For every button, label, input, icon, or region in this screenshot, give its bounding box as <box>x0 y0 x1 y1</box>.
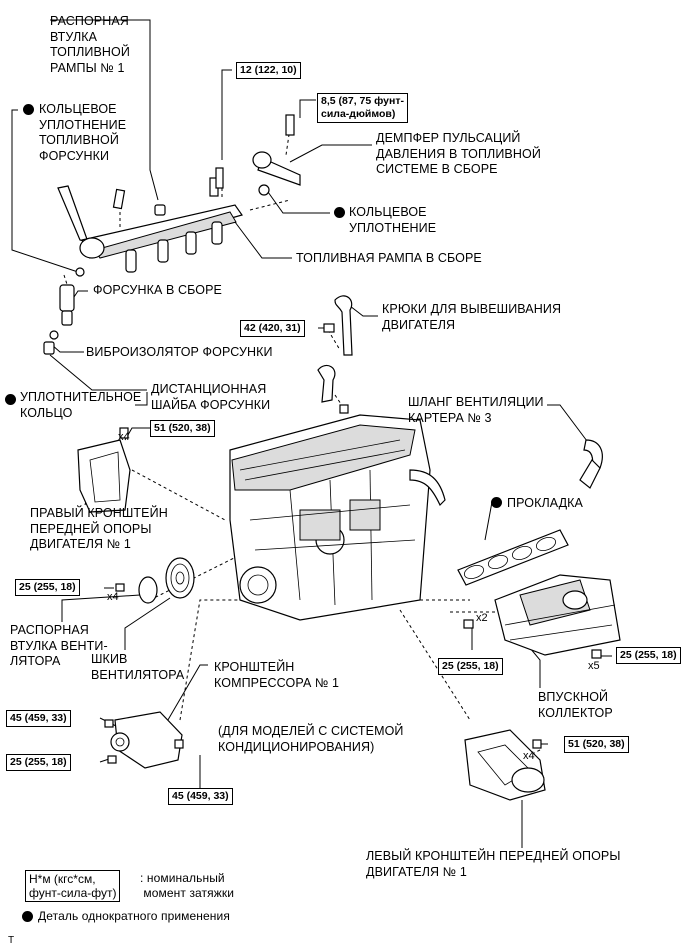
single-use-dot-legend <box>22 911 33 922</box>
gasket-drawing <box>457 529 569 586</box>
label-oring: КОЛЬЦЕВОЕ УПЛОТНЕНИЕ <box>349 205 437 235</box>
torque-rail: 12 (122, 10) <box>236 62 301 79</box>
single-use-dot-gasket <box>491 497 502 508</box>
legend-unit-text: : номинальный момент затяжки <box>140 871 235 900</box>
label-fan-spacer: РАСПОРНАЯ ВТУЛКА ВЕНТИ- ЛЯТОРА <box>10 623 108 668</box>
label-injector-spacer: ДИСТАНЦИОННАЯ ШАЙБА ФОРСУНКИ <box>151 382 271 412</box>
label-fan-pulley: ШКИВ ВЕНТИЛЯТОРА <box>91 652 185 682</box>
label-fuel-rail: ТОПЛИВНАЯ РАМПА В СБОРЕ <box>296 251 482 265</box>
torque-left-bracket: 51 (520, 38) <box>564 736 629 753</box>
legend-unit-box: Н*м (кгс*см, фунт-сила-фут) <box>25 870 121 902</box>
engine-hooks-drawing <box>317 295 353 414</box>
label-ac-models: (ДЛЯ МОДЕЛЕЙ С СИСТЕМОЙ КОНДИЦИОНИРОВАНИ… <box>218 724 404 754</box>
single-use-dot-seal-ring <box>5 394 16 405</box>
count-fan: x4 <box>107 591 119 603</box>
single-use-dot-injector-oring <box>23 104 34 115</box>
label-injector-oring: КОЛЬЦЕВОЕ УПЛОТНЕНИЕ ТОПЛИВНОЙ ФОРСУНКИ <box>39 102 127 163</box>
label-right-bracket: ПРАВЫЙ КРОНШТЕЙН ПЕРЕДНЕЙ ОПОРЫ ДВИГАТЕЛ… <box>30 506 168 551</box>
torque-damper: 8,5 (87, 75 фунт- сила-дюймов) <box>317 93 408 123</box>
label-compressor-bracket: КРОНШТЕЙН КОМПРЕССОРА № 1 <box>214 660 340 690</box>
torque-hooks: 42 (420, 31) <box>240 320 305 337</box>
right-bracket-drawing <box>77 427 131 513</box>
label-gasket: ПРОКЛАДКА <box>507 496 583 510</box>
count-manifold-b: x5 <box>588 660 600 672</box>
label-seal-ring: УПЛОТНИТЕЛЬНОЕ КОЛЬЦО <box>20 390 142 420</box>
count-right-bracket: x4 <box>118 431 130 443</box>
label-engine-hooks: КРЮКИ ДЛЯ ВЫВЕШИВАНИЯ ДВИГАТЕЛЯ <box>382 302 562 332</box>
label-pulsation-damper: ДЕМПФЕР ПУЛЬСАЦИЙ ДАВЛЕНИЯ В ТОПЛИВНОЙ С… <box>376 131 541 176</box>
dashed-lines <box>63 127 541 761</box>
torque-compressor-a: 45 (459, 33) <box>6 710 71 727</box>
torque-compressor-c: 45 (459, 33) <box>168 788 233 805</box>
single-use-dot-oring <box>334 207 345 218</box>
intake-manifold-drawing <box>463 574 621 659</box>
legend-single-use: Деталь однократного применения <box>38 909 230 923</box>
torque-compressor-b: 25 (255, 18) <box>6 754 71 771</box>
label-left-bracket: ЛЕВЫЙ КРОНШТЕЙН ПЕРЕДНЕЙ ОПОРЫ ДВИГАТЕЛЯ… <box>366 849 621 879</box>
fuel-rail-drawing <box>43 114 301 355</box>
label-ventilation-hose: ШЛАНГ ВЕНТИЛЯЦИИ КАРТЕРА № 3 <box>408 395 544 425</box>
left-bracket-drawing <box>464 729 546 801</box>
count-manifold-a: x2 <box>476 612 488 624</box>
label-injector: ФОРСУНКА В СБОРЕ <box>93 283 222 297</box>
label-injector-insulator: ВИБРОИЗОЛЯТОР ФОРСУНКИ <box>86 345 273 359</box>
fan-pulley-drawing <box>115 557 195 604</box>
torque-manifold-a: 25 (255, 18) <box>438 658 503 675</box>
engine-block-drawing <box>229 414 446 621</box>
torque-manifold-b: 25 (255, 18) <box>616 647 681 664</box>
torque-right-bracket: 51 (520, 38) <box>150 420 215 437</box>
label-fuel-rail-spacer: РАСПОРНАЯ ВТУЛКА ТОПЛИВНОЙ РАМПЫ № 1 <box>50 14 130 75</box>
torque-fan: 25 (255, 18) <box>15 579 80 596</box>
compressor-bracket-drawing <box>104 711 184 769</box>
ventilation-hose-drawing <box>579 439 603 489</box>
corner-mark: T <box>8 935 15 946</box>
label-intake-manifold: ВПУСКНОЙ КОЛЛЕКТОР <box>538 690 613 720</box>
count-left-bracket: x4 <box>523 750 535 762</box>
